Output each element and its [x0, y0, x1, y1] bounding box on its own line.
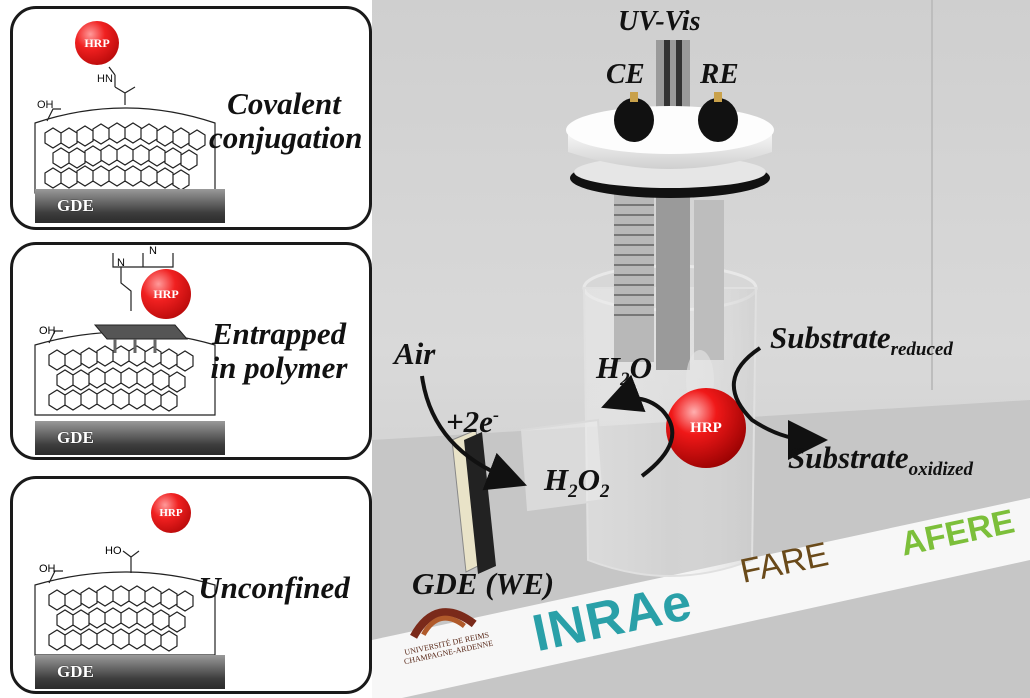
h2o-h: H: [596, 350, 621, 385]
gde-electrode: GDE: [35, 189, 225, 223]
title-line-1: Covalent: [227, 86, 341, 121]
electron-label: +2e-: [446, 404, 499, 440]
unconfined-panel: OH HO HRP Unconfined GDE: [10, 476, 372, 694]
substrate-text: Substrate: [788, 440, 909, 475]
hrp-enzyme: HRP: [151, 493, 191, 533]
gde-we-label: GDE (WE): [412, 566, 555, 601]
gde-label: GDE: [57, 196, 94, 215]
h2o2-h: H: [544, 462, 569, 497]
air-label: Air: [394, 336, 436, 371]
oh-label: OH: [39, 325, 56, 337]
title-line-2: conjugation: [209, 120, 363, 155]
n-label-1: N: [117, 257, 125, 269]
h2o2-sub1: 2: [568, 481, 578, 503]
substrate-text: Substrate: [770, 320, 891, 355]
h2o2-sub2: 2: [600, 481, 610, 503]
title-line-1: Unconfined: [198, 570, 350, 605]
title-line-2: in polymer: [210, 350, 348, 385]
covalent-conjugation-panel: OH HN HRP Covalent conjugation GDE: [10, 6, 372, 230]
entrapped-title: Entrapped in polymer: [199, 317, 359, 385]
univ-reims-emblem-icon: [410, 608, 477, 639]
ho-label: HO: [105, 545, 122, 557]
entrapped-polymer-panel: N N OH HRP Entrapped in polymer GDE: [10, 242, 372, 460]
h2o-o: O: [629, 350, 653, 385]
electron-sup: -: [492, 404, 499, 425]
uv-vis-label: UV-Vis: [618, 6, 701, 37]
univ-reims-logo: UNIVERSITÉ DE REIMS CHAMPAGNE-ARDENNE: [374, 587, 520, 698]
unconfined-title: Unconfined: [189, 571, 359, 605]
cnt-surface-diagram: [34, 66, 216, 194]
gde-electrode: GDE: [35, 655, 225, 689]
hrp-label: HRP: [690, 420, 722, 436]
substrate-oxidized-label: Substrateoxidized: [788, 440, 973, 481]
cnt-unconfined-diagram: [34, 550, 216, 656]
covalent-title: Covalent conjugation: [209, 86, 363, 155]
hrp-enzyme: HRP: [141, 269, 191, 319]
title-line-1: Entrapped: [211, 316, 347, 351]
oxidized-sub: oxidized: [908, 459, 973, 481]
nh-label: HN: [97, 73, 113, 85]
substrate-reduced-label: Substratereduced: [770, 320, 953, 361]
ce-label: CE: [606, 58, 645, 90]
h2o-sub: 2: [620, 369, 630, 391]
cnt-polymer-diagram: [34, 253, 216, 416]
gde-electrode: GDE: [35, 421, 225, 455]
oh-label: OH: [37, 99, 54, 111]
h2o-label: H2O: [596, 350, 652, 391]
n-label-2: N: [149, 245, 157, 257]
hrp-enzyme: HRP: [75, 21, 119, 65]
h2o2-o: O: [577, 462, 601, 497]
electrochemical-cell-scene: UV-Vis CE RE HRP Air +2e- H2O H2O2 Subst…: [372, 0, 1030, 698]
oh-label: OH: [39, 563, 56, 575]
re-label: RE: [700, 58, 739, 90]
reduced-sub: reduced: [890, 339, 953, 361]
h2o2-label: H2O2: [544, 462, 610, 503]
gde-label: GDE: [57, 428, 94, 447]
electron-text: +2e: [446, 404, 493, 439]
cell-illustration: [372, 0, 1030, 698]
gde-label: GDE: [57, 662, 94, 681]
